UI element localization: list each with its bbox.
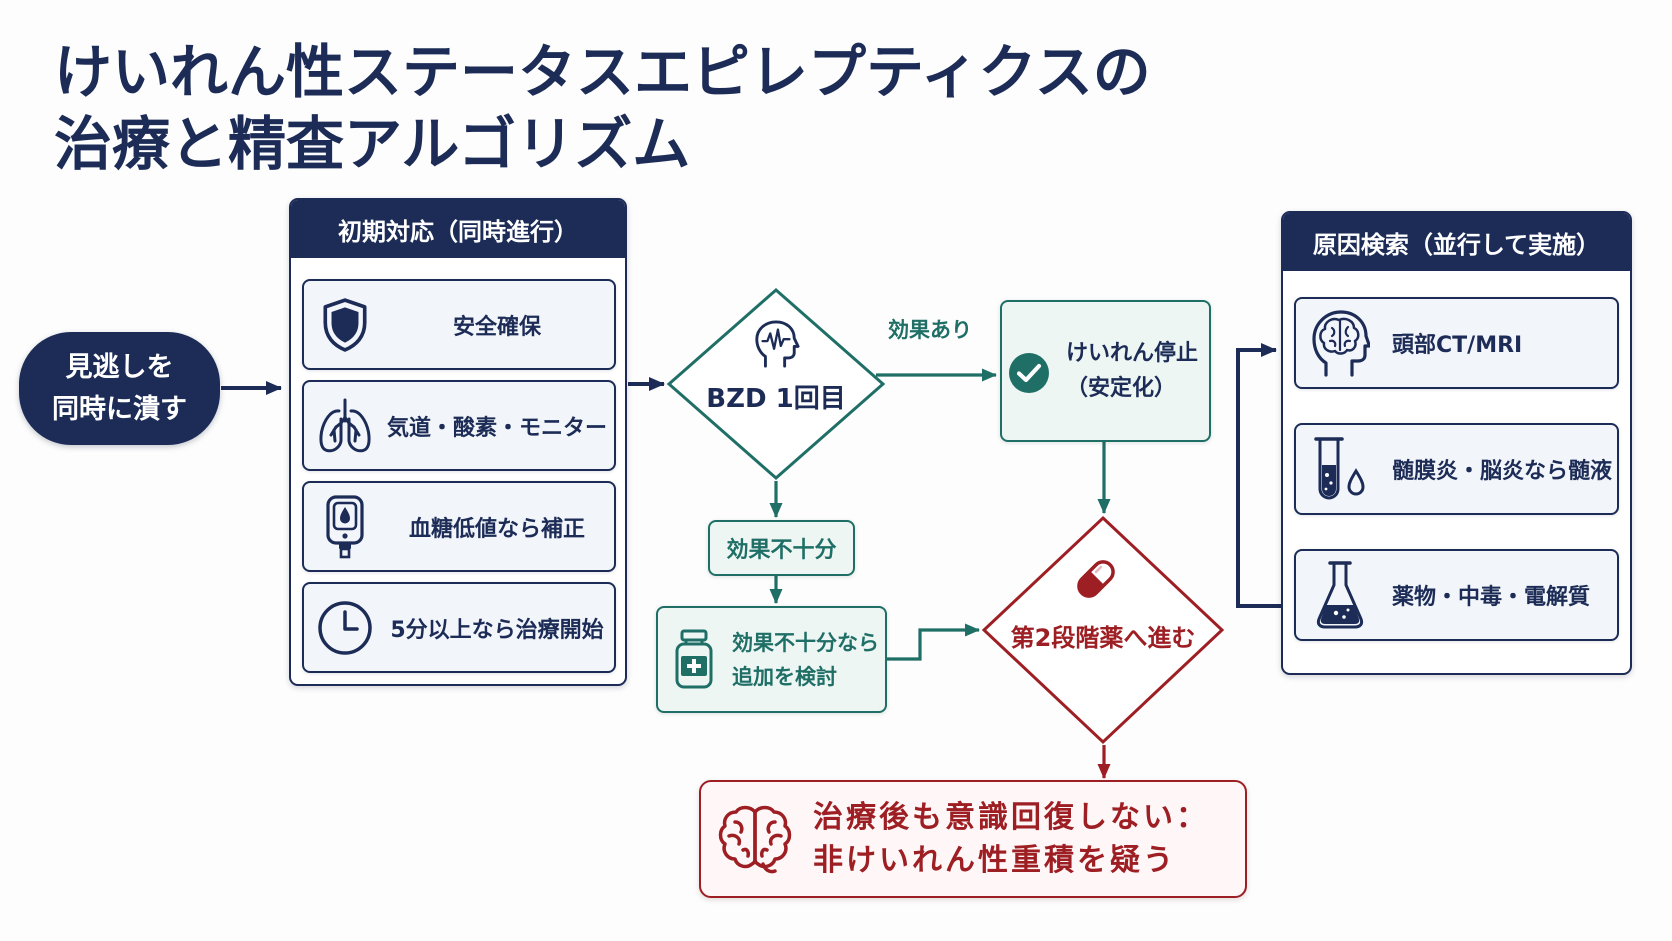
head-eeg-icon [755, 320, 800, 368]
seizure-stopped-box: けいれん停止 （安定化） [1000, 300, 1211, 442]
page-title: けいれん性ステータスエピレプティクスの 治療と精査アルゴリズム [54, 36, 1151, 180]
cause-search-panel: 原因検索（並行して実施） 頭部CT/MRI [1281, 211, 1632, 675]
nonconvulsive-text: 治療後も意識回復しない： 非けいれん性重積を疑う [813, 782, 1209, 896]
head-brain-scan-icon [1312, 310, 1370, 377]
item-icon-cell [1296, 551, 1384, 639]
cause-item-label: 頭部CT/MRI [1392, 333, 1523, 358]
shield-icon [323, 297, 367, 352]
cause-item-toxicology: 薬物・中毒・電解質 [1294, 549, 1619, 641]
seizure-stopped-text: けいれん停止 （安定化） [1066, 302, 1198, 440]
initial-item-airway: 気道・酸素・モニター [302, 380, 616, 471]
item-icon-cell [304, 584, 386, 671]
seizure-stopped-line-1: けいれん停止 [1066, 341, 1199, 366]
cause-item-label: 髄膜炎・脳炎なら髄液 [1392, 459, 1613, 484]
initial-item-label: 血糖低値なら補正 [408, 516, 585, 542]
second-stage-diamond: 第2段階薬へ進む [981, 515, 1225, 745]
additional-dose-line-1: 効果不十分なら [732, 630, 879, 655]
title-line-1: けいれん性ステータスエピレプティクスの [54, 38, 1151, 106]
brain-icon [718, 805, 792, 874]
glucose-meter-icon [326, 494, 364, 558]
bzd-label: BZD 1回目 [706, 384, 846, 414]
start-pill-line-1: 見逃しを [65, 351, 174, 383]
insufficient-effect-box: 効果不十分 [708, 520, 855, 576]
arrow-additional-to-second-stage [887, 623, 980, 661]
initial-item-label: 安全確保 [452, 314, 541, 340]
cause-search-header: 原因検索（並行して実施） [1283, 213, 1630, 271]
cause-item-imaging: 頭部CT/MRI [1294, 297, 1619, 389]
test-tube-drop-icon [1314, 437, 1365, 500]
check-circle-icon [1009, 353, 1049, 393]
cause-item-csf: 髄膜炎・脳炎なら髄液 [1294, 423, 1619, 515]
initial-item-treatment-start: 5分以上なら治療開始 [302, 582, 616, 673]
cause-item-label: 薬物・中毒・電解質 [1392, 585, 1591, 610]
initial-item-glucose: 血糖低値なら補正 [302, 481, 616, 572]
item-icon-cell [304, 483, 386, 570]
seizure-stopped-line-2: （安定化） [1066, 376, 1177, 401]
additional-dose-line-2: 追加を検討 [732, 664, 837, 689]
diamond-shape [981, 515, 1225, 745]
initial-response-panel: 初期対応（同時進行） 安全確保 [289, 198, 627, 686]
additional-dose-box: 効果不十分なら 追加を検討 [656, 606, 887, 713]
capsule-icon [1077, 560, 1115, 598]
medicine-bottle-icon [675, 629, 713, 689]
item-icon-cell [1296, 425, 1384, 513]
initial-response-header: 初期対応（同時進行） [291, 200, 625, 258]
item-icon-cell [1296, 299, 1384, 387]
nonconvulsive-line-2: 非けいれん性重積を疑う [813, 843, 1176, 878]
flask-icon [1316, 561, 1364, 629]
clock-icon [318, 600, 372, 655]
bzd-decision-diamond: BZD 1回目 [666, 287, 886, 481]
bracket-causes-connector [1236, 343, 1281, 608]
title-line-2: 治療と精査アルゴリズム [54, 110, 691, 178]
lungs-icon [319, 398, 371, 452]
item-icon-cell [304, 281, 386, 368]
initial-item-label: 気道・酸素・モニター [386, 415, 607, 441]
diamond-shape [666, 288, 886, 480]
initial-item-label: 5分以上なら治療開始 [390, 617, 604, 643]
item-icon-cell [304, 382, 386, 469]
additional-dose-text: 効果不十分なら 追加を検討 [732, 608, 879, 711]
initial-item-safety: 安全確保 [302, 279, 616, 370]
start-pill: 見逃しを 同時に潰す [19, 332, 220, 445]
effective-label: 効果あり [888, 318, 972, 342]
second-stage-label: 第2段階薬へ進む [1010, 624, 1196, 652]
start-pill-line-2: 同時に潰す [52, 393, 187, 425]
nonconvulsive-line-1: 治療後も意識回復しない： [813, 800, 1209, 835]
nonconvulsive-status-box: 治療後も意識回復しない： 非けいれん性重積を疑う [699, 780, 1247, 898]
